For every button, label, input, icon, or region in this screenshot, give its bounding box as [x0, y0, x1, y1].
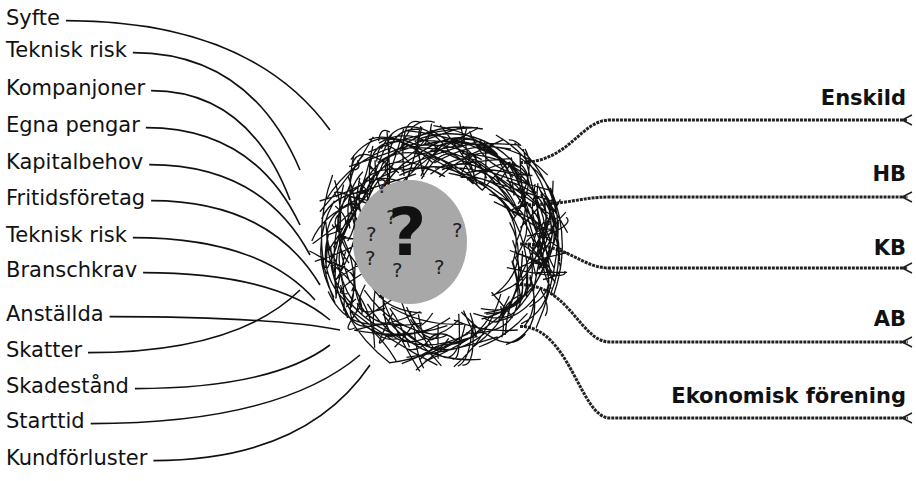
question-mark: ?	[452, 220, 463, 240]
company-form-label: Enskild	[821, 88, 906, 109]
question-mark: ?	[434, 257, 445, 277]
company-form-label: KB	[874, 238, 906, 259]
factor-label: Branschkrav	[6, 260, 137, 281]
factor-label: Egna pengar	[6, 115, 140, 136]
leader-line	[149, 165, 310, 255]
rope-end	[902, 413, 912, 423]
rope	[520, 120, 908, 163]
company-form-label: HB	[872, 164, 906, 185]
leader-line	[66, 21, 330, 130]
rope	[520, 244, 908, 268]
rope-end	[902, 263, 912, 273]
company-form-label: Ekonomisk förening	[671, 386, 906, 407]
rope-end	[902, 115, 912, 125]
yarn-scribble	[309, 121, 568, 371]
rope	[520, 326, 908, 418]
factor-label: Anställda	[6, 304, 104, 325]
leader-line	[133, 238, 315, 300]
factor-label: Skatter	[6, 340, 82, 361]
leader-line	[110, 317, 340, 330]
question-mark: ?	[365, 248, 376, 268]
factor-label: Fritidsföretag	[6, 188, 145, 209]
factor-label: Kundförluster	[6, 448, 147, 469]
leader-line	[91, 355, 360, 424]
question-mark: ?	[388, 200, 426, 266]
leader-line	[135, 345, 330, 389]
grey-core	[353, 180, 467, 304]
rope-end	[902, 192, 912, 202]
company-form-label: AB	[874, 309, 906, 330]
leader-line	[151, 91, 290, 200]
rope	[520, 285, 908, 342]
factor-label: Skadestånd	[6, 376, 129, 397]
leader-line	[88, 290, 300, 353]
rope	[520, 197, 908, 205]
leader-line	[143, 273, 330, 320]
factor-label: Teknisk risk	[6, 40, 127, 61]
question-mark: ?	[366, 224, 377, 244]
factor-label: Kompanjoner	[6, 78, 145, 99]
leader-line	[151, 201, 320, 285]
rope-end	[902, 337, 912, 347]
factor-label: Starttid	[6, 411, 85, 432]
leader-line	[153, 365, 370, 461]
leader-line	[133, 53, 300, 170]
question-mark: ?	[377, 176, 388, 196]
factor-label: Syfte	[6, 8, 60, 29]
factor-label: Teknisk risk	[6, 225, 127, 246]
factor-label: Kapitalbehov	[6, 152, 143, 173]
